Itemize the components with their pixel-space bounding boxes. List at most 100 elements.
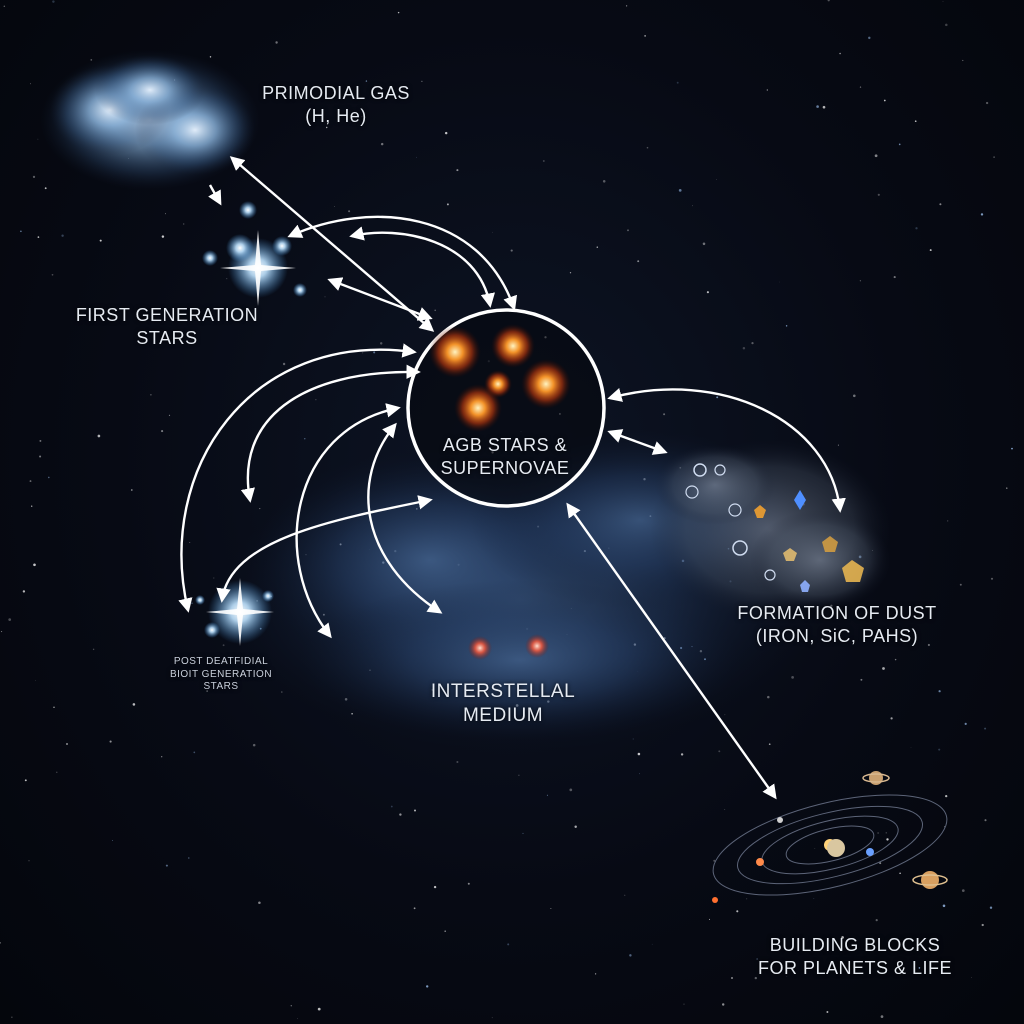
background-star (90, 59, 93, 61)
background-star (112, 840, 113, 842)
background-star (542, 160, 545, 162)
background-star (625, 5, 628, 7)
background-star (317, 1007, 321, 1011)
background-star (877, 193, 880, 196)
background-star (938, 748, 941, 751)
background-star (894, 658, 897, 661)
background-star (989, 906, 993, 909)
arrow-agb-to-dust-outer (607, 388, 846, 513)
background-star (0, 942, 1, 944)
background-star (947, 520, 949, 522)
background-star (890, 717, 893, 720)
arrow-firstgen-to-agb (327, 277, 433, 321)
background-star (718, 750, 721, 753)
background-star (893, 276, 896, 279)
background-star (724, 809, 726, 811)
background-star (546, 794, 548, 796)
background-star (416, 156, 417, 158)
background-star (879, 862, 882, 865)
background-star (706, 291, 709, 294)
background-star (569, 788, 573, 792)
background-star (492, 231, 493, 233)
dust-formation-line2: (IRON, SiC, PAHS) (755, 625, 919, 646)
background-star (222, 644, 225, 647)
background-star (768, 743, 771, 746)
background-star (791, 676, 794, 679)
background-star (34, 680, 36, 681)
primordial-gas-cloud (40, 50, 260, 190)
background-star (644, 35, 646, 37)
background-star (446, 203, 449, 206)
background-star (426, 985, 429, 988)
building-blocks-label: BUILDING BLOCKS FOR PLANETS & LIFE (740, 934, 970, 979)
background-star (258, 901, 261, 904)
background-star (24, 779, 27, 782)
background-star (240, 674, 243, 677)
background-star (61, 234, 64, 237)
background-star (754, 976, 757, 980)
background-star (22, 590, 26, 593)
arrow-agb-loop-2 (349, 226, 495, 308)
background-star (399, 813, 402, 816)
background-star (898, 143, 901, 146)
background-star (721, 1003, 725, 1006)
agb-supernovae-node (406, 308, 606, 508)
background-star (938, 690, 941, 693)
background-star (109, 740, 112, 743)
background-star (550, 907, 552, 909)
background-star (226, 278, 228, 280)
background-star (209, 56, 212, 58)
background-star (602, 180, 606, 183)
background-star (315, 399, 317, 401)
background-star (746, 898, 748, 900)
background-star (39, 455, 42, 458)
background-star (692, 205, 693, 207)
background-star (324, 296, 326, 298)
background-star (629, 954, 632, 957)
background-star (751, 342, 754, 345)
background-star (814, 848, 816, 850)
background-star (51, 273, 54, 276)
background-star (944, 826, 945, 828)
background-star (30, 83, 31, 85)
background-star (522, 832, 524, 834)
background-star (883, 99, 886, 102)
background-star (1006, 487, 1008, 489)
agb-supernovae-line2: SUPERNOVAE (440, 457, 570, 478)
background-star (99, 239, 102, 242)
background-star (731, 977, 733, 979)
background-star (8, 618, 12, 621)
background-star (362, 352, 364, 354)
background-star (1011, 447, 1013, 450)
background-star (11, 1016, 13, 1018)
background-star (29, 480, 32, 483)
background-star (964, 722, 967, 726)
post-primordial-stars-line3: STARS (203, 681, 239, 692)
background-star (742, 347, 746, 350)
background-star (702, 242, 706, 246)
background-star (456, 760, 459, 764)
background-star (361, 116, 363, 118)
background-star (413, 809, 417, 812)
background-star (959, 583, 962, 586)
post-primordial-stars-line1: POST DEATFIDIAL (173, 656, 269, 667)
background-star (53, 706, 55, 709)
first-generation-stars-line1: FIRST GENERATION (75, 305, 259, 325)
background-star (899, 872, 901, 874)
background-star (206, 690, 208, 692)
background-star (785, 325, 788, 327)
background-star (767, 695, 770, 699)
background-star (637, 260, 640, 263)
background-star (859, 86, 862, 88)
ism-red-stars (468, 634, 549, 660)
background-star (507, 943, 510, 946)
first-generation-stars-line2: STARS (136, 327, 198, 348)
background-star (28, 860, 30, 862)
dust-formation-label: FORMATION OF DUST (IRON, SiC, PAHS) (722, 602, 952, 647)
background-star (984, 819, 987, 822)
background-star (348, 210, 351, 213)
background-star (132, 703, 136, 706)
background-star (574, 825, 577, 828)
arrow-agb-to-planets (566, 502, 777, 800)
background-star (859, 280, 862, 282)
